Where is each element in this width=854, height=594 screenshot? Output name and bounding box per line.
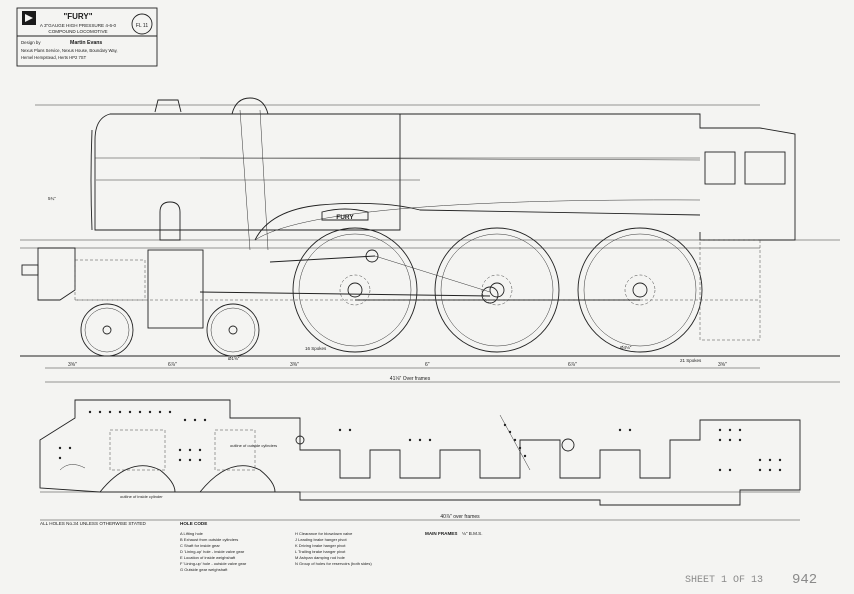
hole-code-a: A Lifting hole — [180, 531, 204, 536]
dim-wheel-spokes-front: 16 Spokes — [305, 346, 327, 351]
sheet-label: SHEET 1 OF 13 — [685, 575, 763, 586]
outside-cylinder-outline — [109, 429, 166, 471]
boiler — [94, 113, 401, 231]
hole-code-f: F 'Lining-up' hole - outside valve gear — [180, 561, 247, 566]
sheet-number: 942 — [792, 572, 817, 588]
dim-4: 6" — [425, 362, 430, 368]
hole-code-h: H Clearance for blowdown valve — [295, 531, 353, 536]
hole-code-e: E Location of inside weighshaft — [180, 555, 236, 560]
main-frames-plan: 40⅞" over frames outline of inside cylin… — [39, 399, 801, 521]
hole-code-j: J Leading brake hanger pivot — [295, 537, 347, 542]
stamp-text: FL 11 — [136, 23, 148, 29]
bogie-wheel-rear — [206, 303, 260, 357]
hole-code-m: M Ashpan damping rod hole — [295, 555, 346, 560]
title-block: FL 11 "FURY" A 3"GAUGE HIGH PRESSURE 4-6… — [16, 7, 158, 67]
connecting-rod — [199, 291, 491, 297]
hole-code-c: C Shaft for inside gear — [180, 543, 220, 548]
title-block-border — [16, 7, 158, 67]
driving-wheel-1 — [292, 227, 418, 353]
buffer — [21, 264, 39, 276]
dim-3: 3⅜" — [290, 362, 299, 368]
hole-code-l: L Trailing brake hanger pivot — [295, 549, 346, 554]
hole-code-g: G Outside gear weighshaft — [180, 567, 228, 572]
frame-outline — [39, 399, 801, 506]
driving-wheel-3 — [577, 227, 703, 353]
chimney — [154, 99, 182, 113]
return-crank — [481, 286, 499, 304]
dim-5: 6⅞" — [568, 362, 577, 368]
main-frames-spec: ⅛" B.M.S. — [462, 531, 483, 536]
hole-code-d: D 'Lining-up' hole - inside valve gear — [180, 549, 245, 554]
drawing-subtitle-2: COMPOUND LOCOMOTIVE — [48, 29, 107, 34]
design-label: Design by — [21, 40, 41, 45]
hole-code-k: K Driving brake hanger pivot — [295, 543, 346, 548]
running-plate — [254, 202, 701, 241]
dim-1: 3⅝" — [68, 362, 77, 368]
cab-window-left — [704, 151, 736, 185]
hole-code-title: HOLE CODE — [180, 521, 207, 526]
dim-2: 6⅞" — [168, 362, 177, 368]
valve-gear-link — [269, 255, 376, 263]
sheet-marking: SHEET 1 OF 13 942 — [685, 572, 817, 588]
cab-window-right — [744, 151, 786, 185]
address-line-2: Hemel Hempstead, Herts HP2 7ST — [21, 55, 87, 60]
bogie-wheel-front — [80, 303, 134, 357]
hole-code-n: N Group of holes for reservoirs (both si… — [295, 561, 372, 566]
main-frames-label: MAIN FRAMES — [425, 531, 457, 536]
address-line-1: Nexus Plans Service, Nexus House, Bounda… — [21, 48, 118, 53]
dome — [231, 97, 269, 115]
cab — [400, 113, 796, 241]
dim-over-frames-top: 41⅛" Over frames — [390, 376, 431, 382]
frame-hole-large — [561, 438, 575, 452]
dim-driver: Ø4⅛" — [620, 345, 632, 350]
nameplate — [321, 208, 369, 221]
trailing-frame — [699, 239, 761, 341]
frame-holes — [58, 410, 782, 472]
buffer-beam — [37, 247, 76, 301]
driving-wheel-2 — [434, 227, 560, 353]
holes-note: ALL HOLES No.34 UNLESS OTHERWISE STATED — [40, 521, 146, 526]
dim-bogie-wheel: Ø1⅝" — [228, 356, 240, 361]
dim-over-frames-bottom: 40⅞" over frames — [440, 514, 480, 520]
designer-name: Martin Evans — [70, 40, 102, 46]
notes-area: ALL HOLES No.34 UNLESS OTHERWISE STATED … — [40, 521, 483, 572]
loco-elevation: FURY — [20, 97, 840, 383]
label-outline-inside: outline of inside cylinder — [120, 494, 163, 499]
smokebox-front — [90, 129, 93, 231]
dim-6: 3⅝" — [718, 362, 727, 368]
nameplate-text: FURY — [336, 214, 354, 221]
outside-cylinder — [147, 249, 204, 329]
steam-pipe — [159, 201, 181, 241]
drawing-title: "FURY" — [63, 12, 92, 21]
dim-height: 5¾" — [48, 196, 56, 201]
hole-code-b: B Exhaust from outside cylinders — [180, 537, 238, 542]
dim-wheel-spokes-rear: 21 Spokes — [680, 358, 702, 363]
label-outline-outside: outline of outside cylinders — [230, 443, 277, 448]
drawing-subtitle-1: A 3"GAUGE HIGH PRESSURE 4-6-0 — [40, 23, 117, 28]
stamp-seal — [131, 13, 153, 35]
